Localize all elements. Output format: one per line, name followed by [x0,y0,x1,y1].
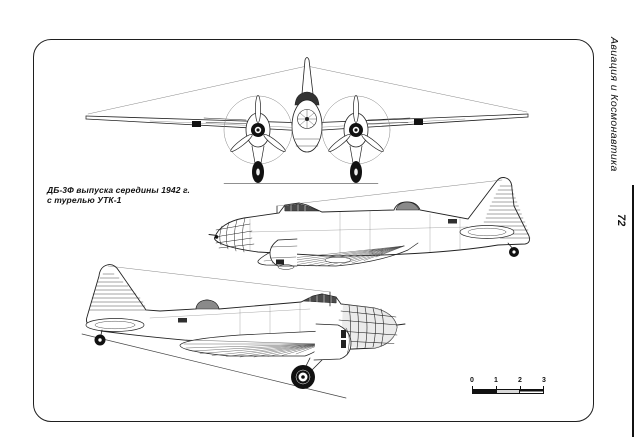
page-number: 72 [615,214,627,227]
scale-tick [496,386,497,389]
side-view-middle-drawing [208,177,531,270]
front-view-drawing [85,57,529,184]
side-view-bottom-drawing [81,264,406,399]
scale-segment [495,390,521,393]
margin-rule [632,185,634,437]
scale-label-2: 2 [518,377,522,384]
magazine-title-vertical: Авиация и Космонавтика [608,37,620,172]
drawing-caption: ДБ-3Ф выпуска середины 1942 г. с турелью… [47,185,190,205]
scale-label-3: 3 [542,377,546,384]
scale-tick [472,386,473,389]
scale-label-1: 1 [494,377,498,384]
scale-segment [520,390,544,393]
scale-bar: 0 1 2 3 [470,377,548,397]
page-frame [33,39,594,422]
caption-line-1: ДБ-3Ф выпуска середины 1942 г. [47,185,190,195]
caption-line-2: с турелью УТК-1 [47,195,122,205]
scale-segment [473,390,496,393]
scale-bar-segments [472,389,544,394]
scale-tick [520,386,521,389]
scale-tick [543,386,544,389]
scale-label-0: 0 [470,377,474,384]
